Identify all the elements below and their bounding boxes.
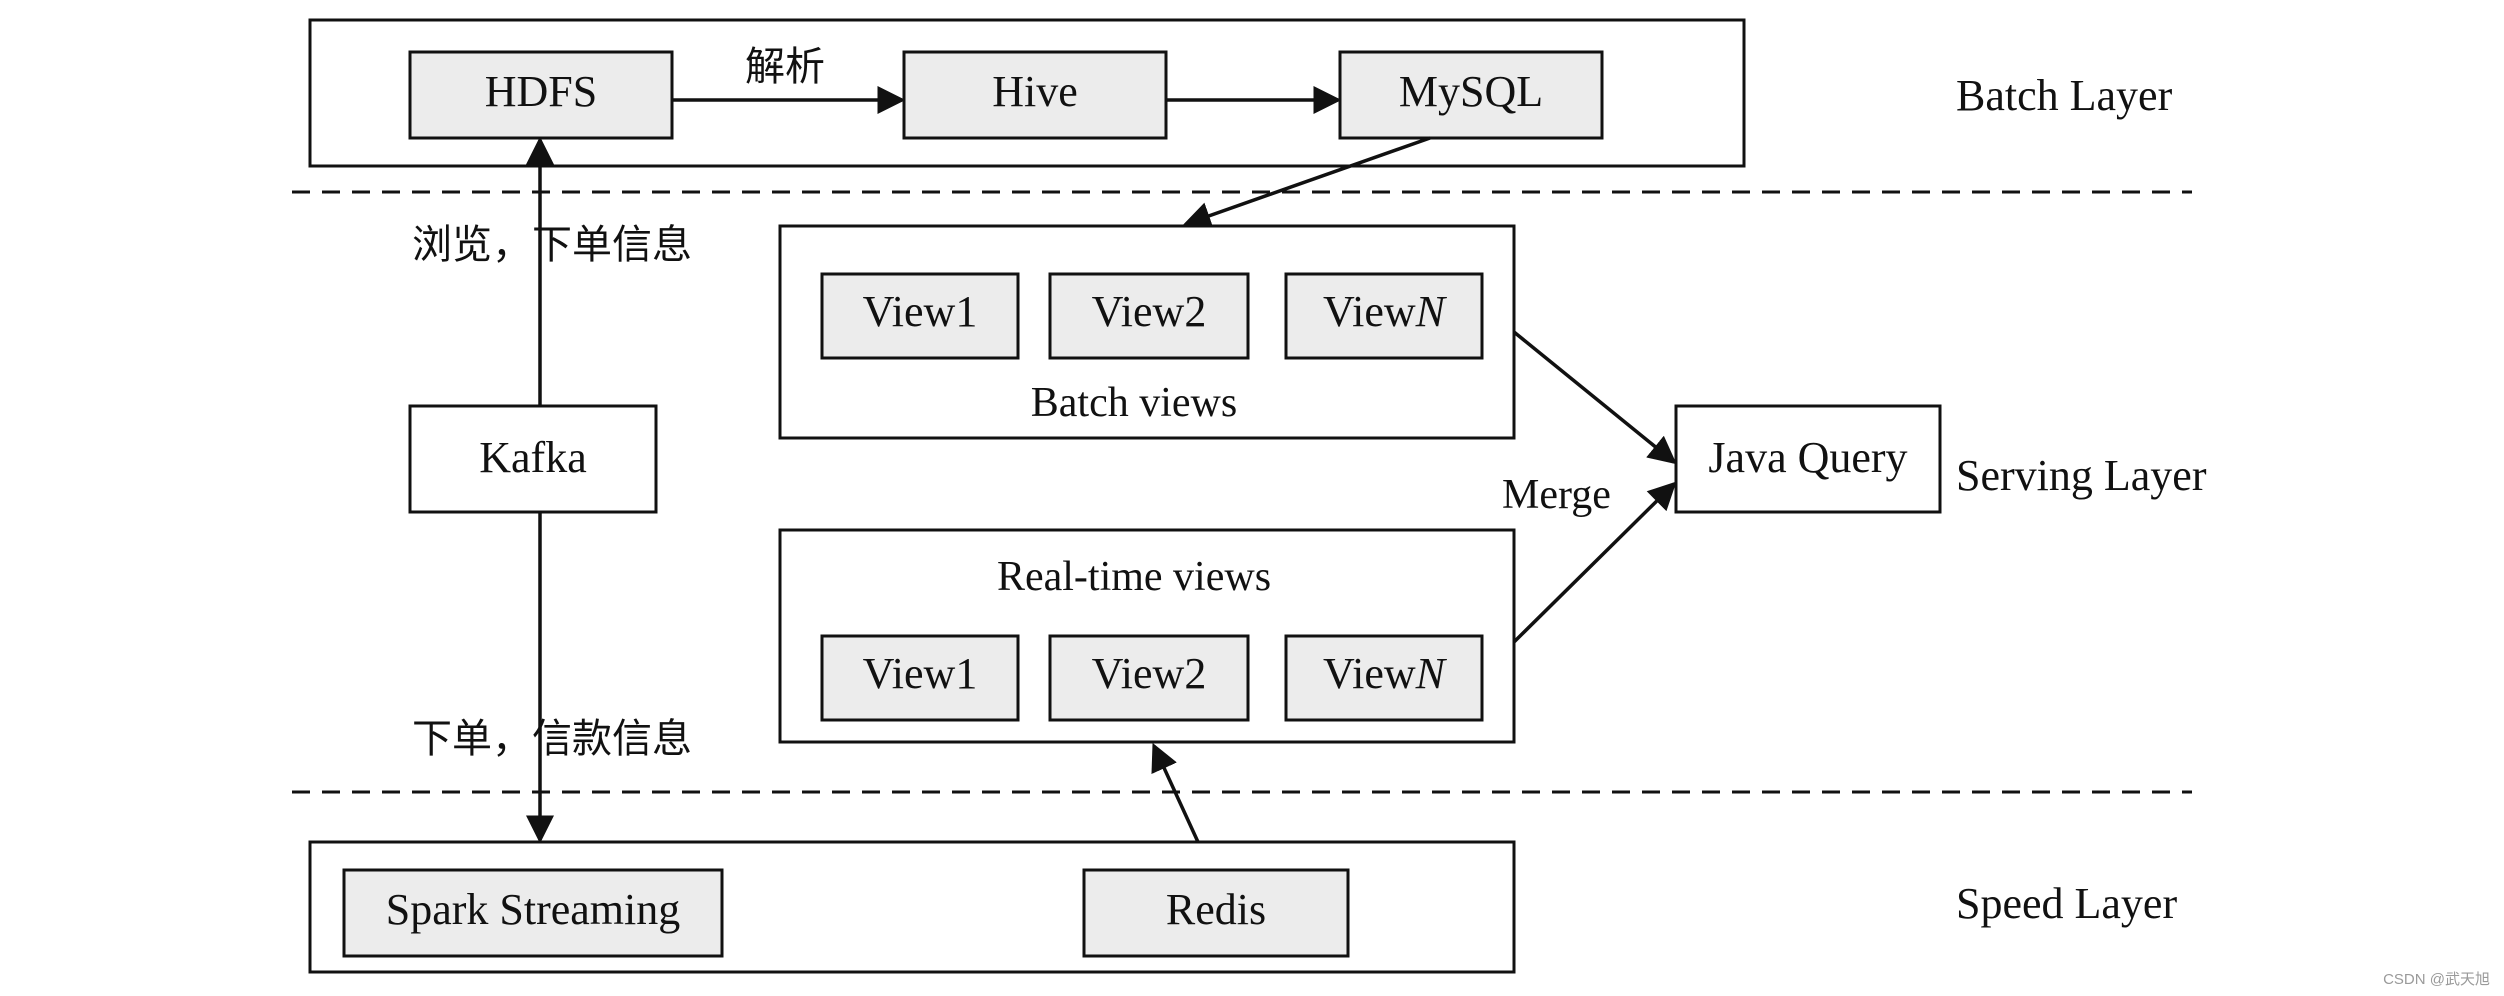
svg-text:View1: View1 [863,287,978,336]
edge-realtime-views-to-java-query [1512,481,1677,644]
realtime-views-label: Real-time views [997,554,1271,600]
mysql-label: MySQL [1399,67,1543,116]
realtime-view2: View2 [1048,634,1250,722]
hive-label: Hive [992,67,1078,116]
mysql-node: MySQL [1338,50,1604,140]
kafka-label: Kafka [479,433,587,482]
edge-label-order-payment: 下单，信款信息 [412,716,692,762]
merge-label: Merge [1502,472,1611,518]
edge-label-browse-order: 浏览，下单信息 [412,222,692,268]
edge-label-parse: 解析 [745,44,825,90]
java-query-node: Java Query [1674,404,1942,514]
batch-layer-label: Batch Layer [1956,71,2173,120]
realtime-viewN: ViewN [1284,634,1484,722]
svg-text:ViewN: ViewN [1323,649,1448,698]
watermark-text: CSDN @武天旭 [2383,971,2490,988]
java-query-label: Java Query [1708,433,1907,482]
svg-text:View2: View2 [1092,287,1207,336]
redis-node: Redis [1082,868,1350,958]
svg-text:View2: View2 [1092,649,1207,698]
speed-layer-label: Speed Layer [1956,879,2177,928]
spark-streaming-node: Spark Streaming [342,868,724,958]
redis-label: Redis [1166,885,1266,934]
svg-text:ViewN: ViewN [1323,287,1448,336]
svg-text:View1: View1 [863,649,978,698]
batch-viewN: ViewN [1284,272,1484,360]
batch-view2: View2 [1048,272,1250,360]
realtime-view1: View1 [820,634,1020,722]
edge-redis-to-realtime-views [1151,742,1200,843]
hdfs-label: HDFS [485,67,598,116]
edge-batch-views-to-java-query [1512,330,1677,465]
hdfs-node: HDFS [408,50,674,140]
edge-mysql-to-batch-views [1182,136,1431,230]
spark-streaming-label: Spark Streaming [386,885,681,934]
serving-layer-label: Serving Layer [1956,451,2207,500]
kafka-node: Kafka [408,404,658,514]
batch-view1: View1 [820,272,1020,360]
hive-node: Hive [902,50,1168,140]
batch-views-label: Batch views [1031,380,1237,426]
